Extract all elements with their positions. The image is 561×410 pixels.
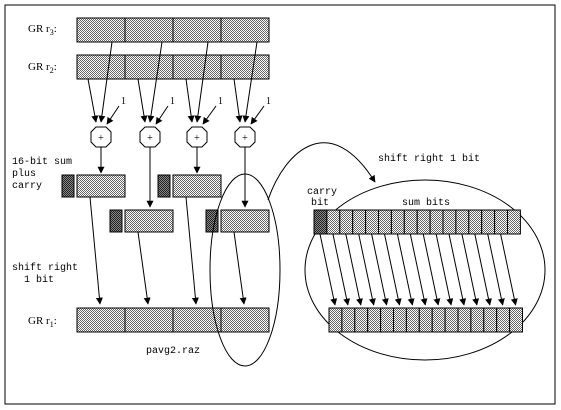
adder-2-symbol: + [147, 133, 153, 144]
carry-in-label-3: 1 [218, 96, 223, 107]
zoom-sum-bit [390, 209, 405, 235]
outer-frame [4, 4, 556, 405]
zoom-result-bit [380, 307, 395, 333]
zoom-shift-arrow [409, 233, 428, 306]
zoom-shift-arrow [332, 233, 351, 306]
carry-bit-label-line2: bit [311, 197, 329, 209]
adder-2: + [139, 126, 161, 148]
zoom-sum-bit [365, 209, 380, 235]
register-r2 [76, 54, 270, 80]
zoom-sum-bit [403, 209, 418, 235]
zoom-sum-bit [468, 209, 483, 235]
zoom-shift-arrow [319, 233, 338, 306]
register-r3 [76, 17, 270, 43]
zoom-shift-arrow [474, 233, 492, 306]
zoom-result-bit [354, 307, 369, 333]
adder-1-symbol: + [98, 133, 104, 144]
zoom-shift-arrow [461, 233, 480, 306]
adder-3-symbol: + [194, 133, 200, 144]
zoom-sum-bit [494, 209, 509, 235]
zoom-result-bit [341, 307, 356, 333]
zoom-shift-arrow [448, 233, 467, 306]
zoom-sum-bit [507, 209, 521, 235]
zoom-connector [267, 142, 376, 201]
zoom-result-bit [405, 307, 420, 333]
zoom-shift-arrow [422, 233, 441, 306]
adder-1: + [90, 126, 112, 148]
zoom-sum-bit [481, 209, 496, 235]
register-r1-label: GR r1: [28, 315, 57, 329]
zoom-result-bit [418, 307, 433, 333]
adder-4: + [234, 126, 256, 148]
zoom-shift-arrows [319, 233, 518, 306]
zoom-sum-bit [442, 209, 457, 235]
carry-in-label-1: 1 [121, 96, 126, 107]
register-r3-label: GR r3: [28, 23, 57, 37]
adder-output-arrows [97, 147, 249, 208]
zoom-shift-arrow [345, 233, 363, 306]
shift-left-label-line1: shift right [12, 262, 78, 274]
register-r2-label: GR r2: [28, 61, 57, 75]
zoom-ellipse [304, 179, 546, 361]
zoom-title: shift right 1 bit [378, 153, 480, 165]
zoom-sum-bit [416, 209, 431, 235]
zoom-result-bit [367, 307, 382, 333]
input-arrows [87, 41, 265, 125]
zoom-result-bit [431, 307, 446, 333]
zoom-shift-arrow [500, 233, 518, 306]
zoom-shift-arrow [371, 233, 389, 306]
sum-bits-label: sum bits [402, 197, 450, 209]
shift-arrows [89, 196, 247, 305]
sum-2 [109, 209, 174, 233]
sum-label-line3: carry [12, 181, 42, 192]
zoom-sum-bit [455, 209, 470, 235]
sum-label-line1: 16-bit sum [12, 156, 72, 168]
zoom-sum-register [313, 209, 521, 235]
sum-1 [61, 174, 126, 198]
zoom-result-bit [509, 307, 524, 333]
zoom-shift-arrow [358, 233, 376, 306]
zoom-sum-bit [378, 209, 392, 235]
zoom-result-register [328, 307, 524, 333]
register-r1 [76, 307, 270, 333]
zoom-shift-arrow [487, 233, 505, 306]
adder-4-symbol: + [242, 133, 248, 144]
sum-3 [157, 174, 222, 198]
zoom-sum-bit [339, 209, 354, 235]
zoom-sum-bit [429, 209, 444, 235]
zoom-sum-bit [326, 209, 341, 235]
sum-label-line2: plus [12, 168, 36, 180]
carry-in-label-2: 1 [170, 96, 175, 107]
zoom-sum-bit [352, 209, 367, 235]
carry-in-label-4: 1 [266, 96, 271, 107]
sum-4 [205, 209, 270, 233]
zoom-shift-arrow [435, 233, 454, 306]
instruction-label: pavg2.raz [146, 346, 200, 357]
zoom-shift-arrow [384, 233, 402, 306]
adder-3: + [186, 126, 208, 148]
zoom-result-bit [328, 307, 343, 333]
carry-bit-label-line1: carry [307, 187, 337, 198]
zoom-result-bit [457, 307, 472, 333]
zoom-shift-arrow [396, 233, 415, 306]
zoom-result-bit [444, 307, 459, 333]
zoom-result-bit [470, 307, 485, 333]
zoom-result-bit [393, 307, 407, 333]
zoom-result-bit [496, 307, 511, 333]
highlight-ellipse [209, 173, 281, 367]
zoom-carry-bit [313, 209, 328, 235]
zoom-result-bit [483, 307, 498, 333]
shift-left-label-line2: 1 bit [24, 274, 54, 286]
